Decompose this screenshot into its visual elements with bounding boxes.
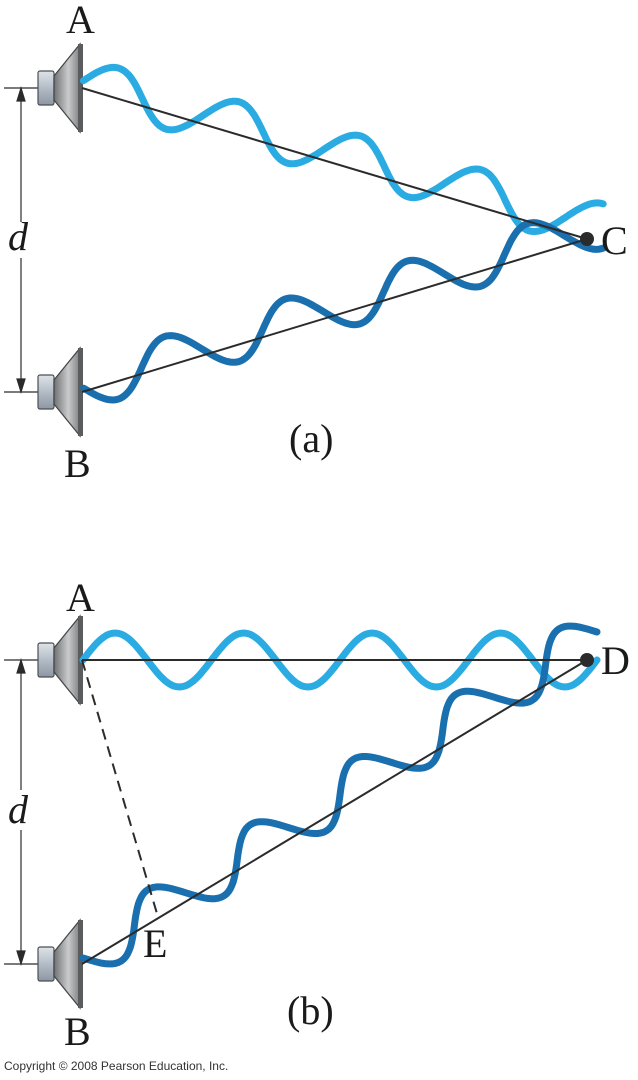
source-b-label-top: B — [64, 441, 91, 486]
wave-from-b-top — [80, 219, 608, 404]
wave-from-b-bottom — [79, 622, 601, 968]
speaker-icon-a-top — [37, 42, 83, 134]
wave-from-a-top — [79, 63, 607, 236]
separation-label-b: d — [8, 787, 29, 832]
panel-a: d A B C (a) — [4, 0, 628, 486]
panel-b: d A B D E (b) — [4, 575, 630, 1054]
dashed-line-a-e — [81, 659, 159, 918]
separation-marker-a — [4, 85, 38, 395]
separation-marker-b — [4, 657, 38, 967]
speaker-icon-a-bottom — [37, 614, 83, 706]
panel-b-caption: (b) — [287, 988, 334, 1033]
copyright-notice: Copyright © 2008 Pearson Education, Inc. — [4, 1059, 228, 1073]
point-d-dot — [580, 653, 594, 667]
source-b-label-bottom: B — [64, 1009, 91, 1054]
point-e-label: E — [143, 921, 167, 966]
path-line-a-c — [81, 87, 588, 240]
speaker-icon-b-top — [37, 346, 83, 438]
speaker-icon-b-bottom — [37, 918, 83, 1010]
source-a-label-bottom: A — [66, 575, 95, 620]
panel-a-caption: (a) — [289, 416, 333, 461]
path-line-b-c — [81, 238, 588, 393]
separation-label-a: d — [8, 214, 29, 259]
source-a-label-top: A — [66, 0, 95, 42]
point-c-dot — [580, 232, 594, 246]
path-line-b-d — [81, 659, 588, 965]
point-d-label: D — [601, 638, 630, 683]
point-c-label: C — [601, 218, 628, 263]
